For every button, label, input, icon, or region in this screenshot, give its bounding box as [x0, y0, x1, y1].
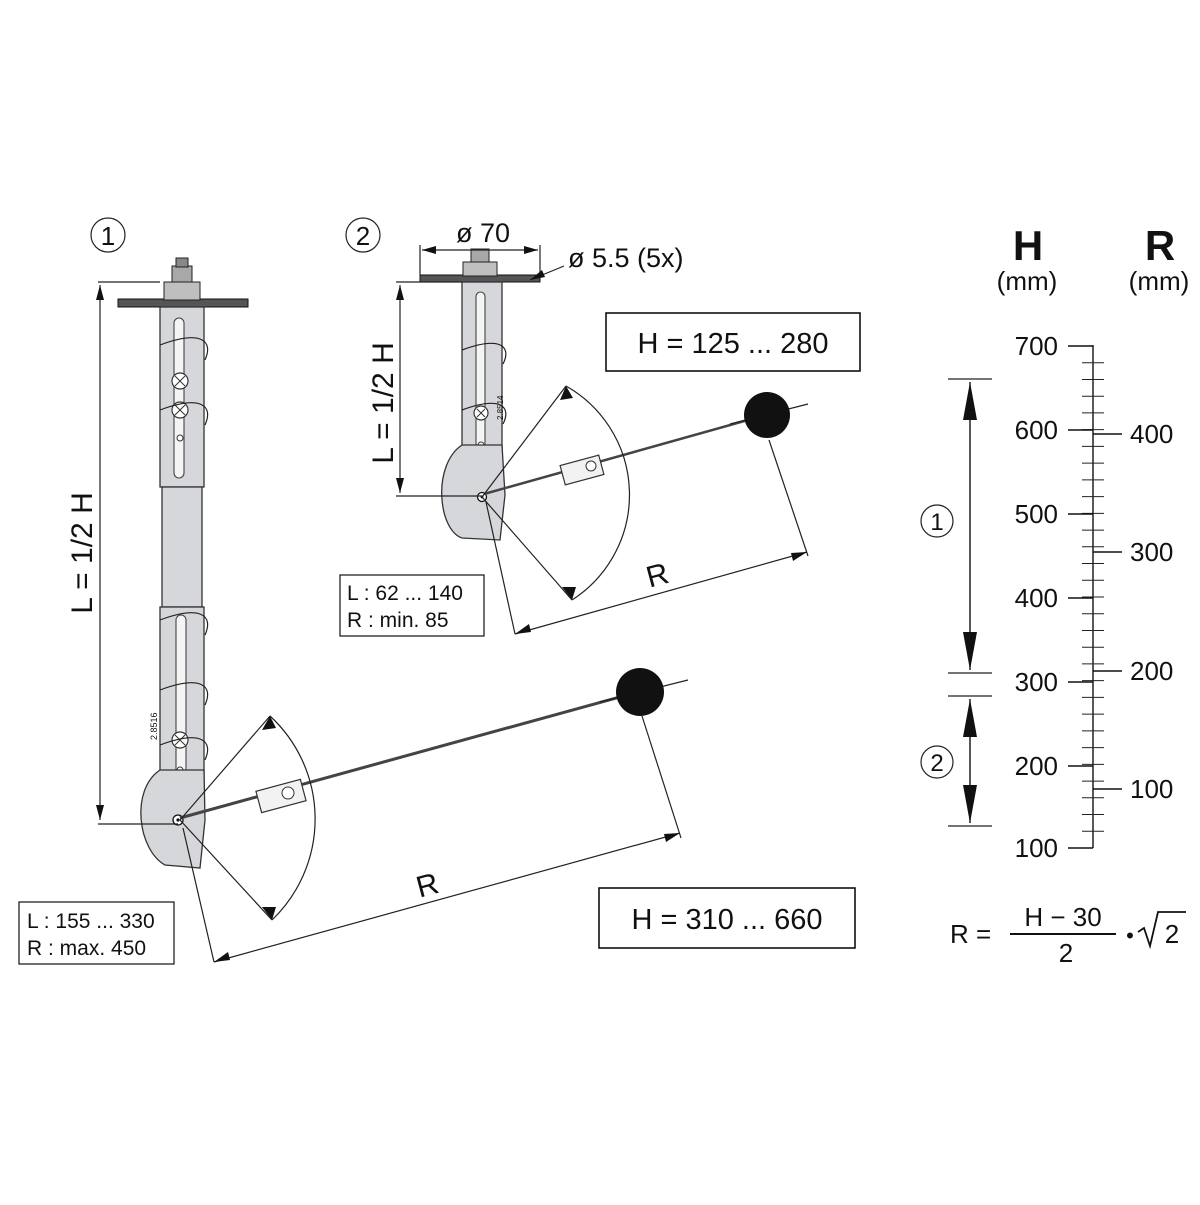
variant-2-housing: [441, 444, 506, 541]
variant-1-range-box: [598, 887, 856, 949]
scale-range-1-label: 1: [930, 509, 943, 536]
formula-radicand: 2: [1165, 919, 1179, 949]
variant-1-swing-arc: [269, 715, 316, 921]
variant-2-diameter-dimension: ø 70 ø 5.5 (5x): [419, 218, 684, 281]
scale-r-tick-400: 400: [1130, 419, 1173, 449]
variant-1-spec-box: [18, 901, 175, 965]
height-radius-scale: H (mm) R (mm) 700 600 500 400 300 200 10…: [920, 222, 1190, 863]
scale-h-tick-500: 500: [1015, 499, 1058, 529]
variant-2-spiral-cable: [461, 342, 507, 425]
variant-2-spec-box: [339, 574, 485, 637]
variant-2-hole-label: ø 5.5 (5x): [568, 243, 684, 273]
variant-1-float-ball: [616, 668, 664, 716]
variant-2-length-dimension: L = 1/2 H: [367, 281, 482, 497]
scale-h-tick-400: 400: [1015, 583, 1058, 613]
scale-h-tick-600: 600: [1015, 415, 1058, 445]
variant-2-part-code: 2.8514: [496, 395, 505, 420]
variant-1-part-code: 2.8516: [149, 712, 159, 740]
variant-2-radius-dimension: R: [485, 439, 809, 635]
variant-2-spec-radius: R : min. 85: [347, 609, 449, 632]
variant-1-length-label: L = 1/2 H: [66, 492, 99, 613]
variant-1-spec-radius: R : max. 450: [27, 937, 146, 960]
variant-2-float-arm: [483, 413, 767, 496]
scale-r-title: R: [1145, 222, 1175, 269]
formula-lhs: R =: [950, 919, 991, 949]
sqrt-icon: [1137, 911, 1186, 950]
variant-1-float-arm: [179, 690, 639, 820]
formula-numerator: H − 30: [1024, 902, 1101, 932]
variant-2-swing-arc: [565, 385, 631, 601]
scale-r-unit: (mm): [1129, 266, 1190, 296]
scale-range-2: 2: [920, 695, 992, 827]
variant-1-mid-tube: [161, 486, 203, 608]
variant-1-length-dimension: L = 1/2 H: [66, 281, 178, 825]
scale-h-tick-700: 700: [1015, 331, 1058, 361]
variant-1-range-label: H = 310 ... 660: [631, 904, 822, 936]
formula-denominator: 2: [1059, 938, 1073, 968]
scale-range-2-label: 2: [930, 750, 943, 777]
variant-2-flange: [419, 248, 541, 283]
radius-formula: R = H − 30 2 • 2: [950, 902, 1186, 968]
variant-2-range-box: [605, 312, 861, 372]
scale-r-tick-300: 300: [1130, 537, 1173, 567]
variant-1-spec-length: L : 155 ... 330: [27, 910, 155, 933]
scale-h-tick-200: 200: [1015, 751, 1058, 781]
variant-2-float-ball: [744, 392, 790, 438]
scale-h-ticks: 700 600 500 400 300 200 100: [1015, 331, 1093, 863]
variant-1-spiral-cable: [159, 337, 209, 761]
scale-r-tick-200: 200: [1130, 656, 1173, 686]
variant-2-number-circle: [345, 217, 381, 253]
scale-h-tick-300: 300: [1015, 667, 1058, 697]
scale-range-1: 1: [920, 378, 992, 674]
variant-2-number: 2: [356, 221, 370, 251]
scale-h-unit: (mm): [997, 266, 1058, 296]
scale-r-tick-100: 100: [1130, 774, 1173, 804]
variant-2-length-label: L = 1/2 H: [367, 342, 400, 463]
variant-1-drawing: 1 2.8516: [18, 217, 856, 965]
variant-1-number-circle: [90, 217, 126, 253]
variant-2-diameter-label: ø 70: [456, 218, 510, 248]
scale-h-title: H: [1013, 222, 1043, 269]
formula-dot: •: [1126, 923, 1134, 948]
variant-2-radius-label: R: [643, 557, 672, 594]
variant-1-radius-label: R: [413, 867, 442, 904]
variant-2-range-label: H = 125 ... 280: [637, 328, 828, 360]
variant-2-drawing: 2 ø 70 ø 5.5 (5x) 2.8514: [339, 217, 861, 637]
scale-r-ticks: 400 300 200 100: [1093, 419, 1173, 804]
variant-2-spec-length: L : 62 ... 140: [347, 582, 463, 605]
scale-h-tick-100: 100: [1015, 833, 1058, 863]
variant-1-number: 1: [101, 221, 115, 251]
